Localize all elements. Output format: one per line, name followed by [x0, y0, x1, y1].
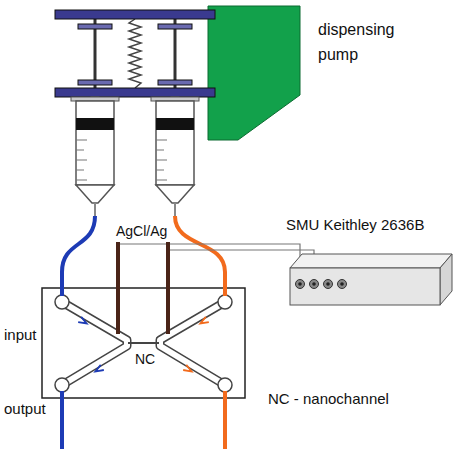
flow-arrow — [183, 365, 193, 374]
wires — [118, 244, 314, 284]
instrument-box: SMU Keithley 2636B — [282, 214, 457, 314]
port — [55, 295, 69, 309]
flow-arrow — [199, 317, 209, 326]
pump-plate — [55, 10, 215, 19]
label-text: dispensing pump — [318, 18, 410, 68]
terminal — [338, 280, 347, 289]
port — [218, 295, 232, 309]
electrode — [166, 242, 170, 334]
clamp-bar — [78, 24, 112, 29]
port — [55, 378, 69, 392]
nanochannel — [128, 342, 159, 344]
outlet-tube — [223, 391, 227, 449]
flow-arrows — [78, 317, 209, 374]
syringe — [151, 97, 199, 216]
lead-screw — [129, 19, 141, 88]
flow-arrow — [94, 365, 104, 374]
clamp-bar — [158, 80, 192, 85]
inlet-tube — [62, 216, 95, 296]
flow-arrow — [78, 317, 88, 326]
instrument-label: SMU Keithley 2636B — [282, 214, 428, 235]
box-front — [290, 268, 440, 305]
label-text: output — [4, 400, 46, 418]
box-side — [440, 254, 452, 305]
inlet-tube — [175, 216, 225, 296]
tubing — [62, 216, 225, 449]
label-text: NC — [133, 351, 157, 368]
syringe — [71, 97, 119, 216]
pump-plate — [55, 88, 215, 97]
label-text: NC - nanochannel — [268, 390, 389, 408]
microchannels — [55, 295, 232, 392]
terminal — [296, 280, 305, 289]
clamp-bar — [78, 80, 112, 85]
terminal-hole — [298, 282, 302, 286]
chip — [42, 288, 245, 398]
terminal — [310, 280, 319, 289]
outlet-tube — [60, 391, 64, 449]
label-text: AgCl/Ag — [116, 223, 167, 240]
label-text: input — [4, 326, 37, 344]
electrodes — [118, 242, 168, 334]
port — [218, 378, 232, 392]
terminal — [324, 280, 333, 289]
terminal-hole — [326, 282, 330, 286]
clamp-bar — [158, 24, 192, 29]
terminal-hole — [312, 282, 316, 286]
box-top — [290, 254, 452, 268]
pump-body — [208, 6, 300, 140]
terminal-hole — [340, 282, 344, 286]
electrode — [116, 242, 120, 334]
